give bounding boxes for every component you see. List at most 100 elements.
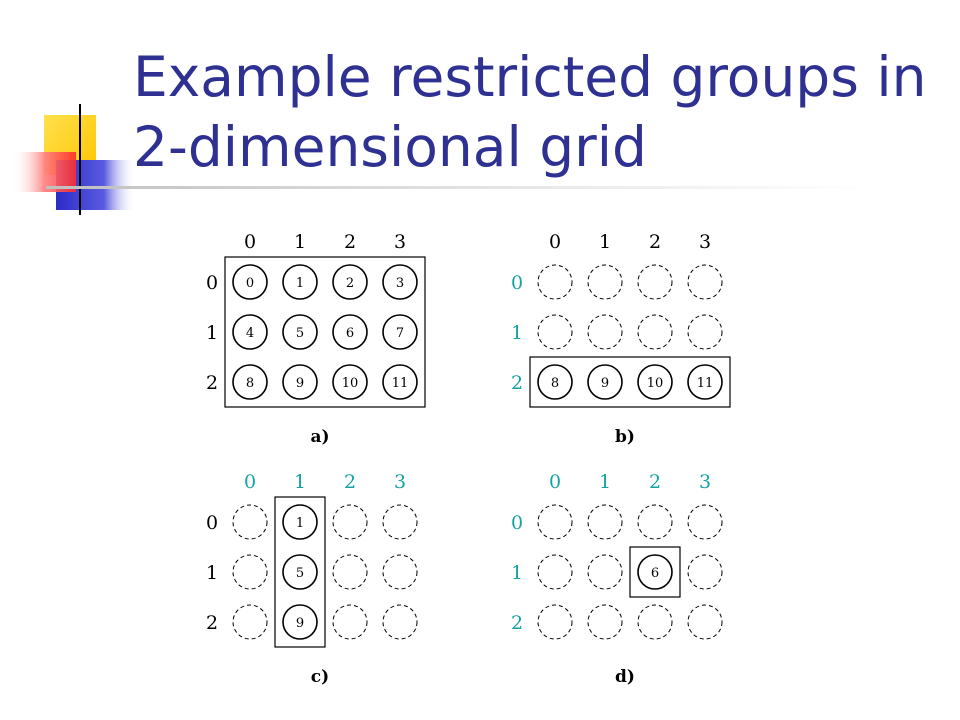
column-label: 1 <box>599 471 611 493</box>
column-label: 2 <box>344 471 356 493</box>
process-node <box>332 364 368 400</box>
panel-d: 0 1 2 3 0 1 2 6 d) <box>511 471 723 687</box>
inactive-process-node <box>587 604 623 640</box>
inactive-process-node <box>587 314 623 350</box>
process-node-label: 6 <box>346 326 354 341</box>
group-boundary-box <box>529 356 731 408</box>
process-node-label: 10 <box>342 376 359 391</box>
inactive-process-node <box>587 504 623 540</box>
process-node <box>537 364 573 400</box>
process-node <box>687 364 723 400</box>
inactive-process-node <box>232 504 268 540</box>
inactive-process-node <box>587 554 623 590</box>
column-label: 1 <box>599 231 611 253</box>
inactive-process-node <box>232 604 268 640</box>
column-label: 1 <box>294 231 306 253</box>
row-label: 2 <box>206 612 218 634</box>
row-label: 2 <box>511 372 523 394</box>
panel-caption: b) <box>615 427 635 447</box>
inactive-process-node <box>382 504 418 540</box>
column-label: 0 <box>549 471 561 493</box>
inactive-process-node <box>637 504 673 540</box>
column-label: 2 <box>649 471 661 493</box>
group-boundary-box <box>629 546 681 598</box>
process-node-label: 6 <box>651 566 659 581</box>
process-node-label: 10 <box>647 376 664 391</box>
process-node-label: 0 <box>246 276 254 291</box>
inactive-process-node <box>687 314 723 350</box>
column-label: 1 <box>294 471 306 493</box>
inactive-process-node <box>232 554 268 590</box>
row-label: 1 <box>206 322 218 344</box>
inactive-process-node <box>537 554 573 590</box>
process-node-label: 11 <box>697 376 714 391</box>
column-label: 2 <box>344 231 356 253</box>
row-label: 0 <box>511 512 523 534</box>
row-label: 2 <box>511 612 523 634</box>
column-label: 0 <box>244 471 256 493</box>
row-label: 0 <box>206 512 218 534</box>
column-label: 3 <box>699 471 711 493</box>
column-label: 0 <box>244 231 256 253</box>
process-node <box>382 364 418 400</box>
panel-caption: d) <box>615 667 635 687</box>
process-node <box>382 264 418 300</box>
inactive-process-node <box>382 554 418 590</box>
row-label: 1 <box>511 322 523 344</box>
column-label: 3 <box>699 231 711 253</box>
row-label: 2 <box>206 372 218 394</box>
decorative-squares-logo <box>12 104 136 215</box>
inactive-process-node <box>637 314 673 350</box>
process-node-label: 1 <box>296 276 304 291</box>
inactive-process-node <box>537 264 573 300</box>
process-node <box>232 364 268 400</box>
process-node-label: 1 <box>296 516 304 531</box>
row-label: 0 <box>511 272 523 294</box>
process-node <box>382 314 418 350</box>
process-node <box>232 264 268 300</box>
process-node-label: 11 <box>392 376 409 391</box>
row-label: 0 <box>206 272 218 294</box>
inactive-process-node <box>637 604 673 640</box>
inactive-process-node <box>687 264 723 300</box>
inactive-process-node <box>687 504 723 540</box>
process-node <box>332 314 368 350</box>
inactive-process-node <box>537 604 573 640</box>
title-underline <box>46 186 876 189</box>
process-node-label: 9 <box>296 616 304 631</box>
column-label: 3 <box>394 471 406 493</box>
slide-title-line-2: 2-dimensional grid <box>133 115 647 179</box>
slide-title-line-1: Example restricted groups in <box>133 45 927 109</box>
process-node <box>637 554 673 590</box>
process-node <box>282 554 318 590</box>
process-node-label: 7 <box>396 326 404 341</box>
deco-red-square <box>12 152 76 192</box>
group-boundary-box <box>224 256 426 408</box>
inactive-process-node <box>537 314 573 350</box>
inactive-process-node <box>332 554 368 590</box>
column-label: 3 <box>394 231 406 253</box>
process-node-label: 5 <box>296 566 304 581</box>
inactive-process-node <box>537 504 573 540</box>
process-node <box>282 504 318 540</box>
panel-caption: c) <box>311 667 329 687</box>
inactive-process-node <box>687 554 723 590</box>
group-boundary-box <box>274 496 326 648</box>
inactive-process-node <box>382 604 418 640</box>
process-node <box>637 364 673 400</box>
process-node-label: 3 <box>396 276 404 291</box>
row-label: 1 <box>511 562 523 584</box>
process-node-label: 9 <box>601 376 609 391</box>
process-node-label: 4 <box>246 326 254 341</box>
process-node-label: 2 <box>346 276 354 291</box>
process-node <box>587 364 623 400</box>
column-label: 2 <box>649 231 661 253</box>
process-node-label: 8 <box>551 376 559 391</box>
process-node <box>282 364 318 400</box>
process-node <box>282 264 318 300</box>
process-node <box>332 264 368 300</box>
panel-caption: a) <box>310 427 329 447</box>
